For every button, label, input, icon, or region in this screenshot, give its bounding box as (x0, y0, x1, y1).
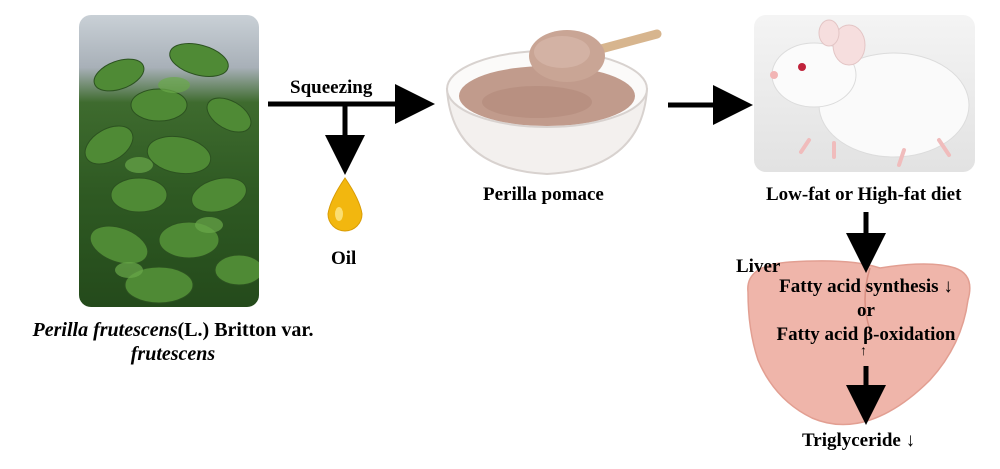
fatty-acid-oxidation: Fatty acid β-oxidation (776, 324, 956, 345)
pomace-label: Perilla pomace (483, 184, 604, 205)
or-label: or (857, 300, 875, 321)
squeezing-label: Squeezing (290, 77, 373, 98)
species-caption: Perilla frutescens(L.) Britton var. frut… (0, 318, 346, 366)
mouse-photo (754, 15, 975, 172)
diet-label: Low-fat or High-fat diet (766, 184, 962, 205)
oxidation-up-arrow: ↑ (860, 344, 867, 359)
fatty-acid-synthesis: Fatty acid synthesis ↓ (779, 276, 953, 297)
species-italic: Perilla frutescens (32, 319, 178, 341)
variety-italic: frutescens (130, 343, 216, 365)
triglyceride-label: Triglyceride ↓ (802, 430, 916, 451)
oil-drop-icon (327, 177, 363, 232)
perilla-pomace-photo (432, 14, 662, 177)
species-rest: (L.) Britton var. (177, 319, 314, 341)
liver-label: Liver (736, 256, 781, 277)
perilla-plant-photo (79, 15, 259, 307)
liver-shape (747, 260, 971, 426)
oil-label: Oil (331, 248, 357, 269)
